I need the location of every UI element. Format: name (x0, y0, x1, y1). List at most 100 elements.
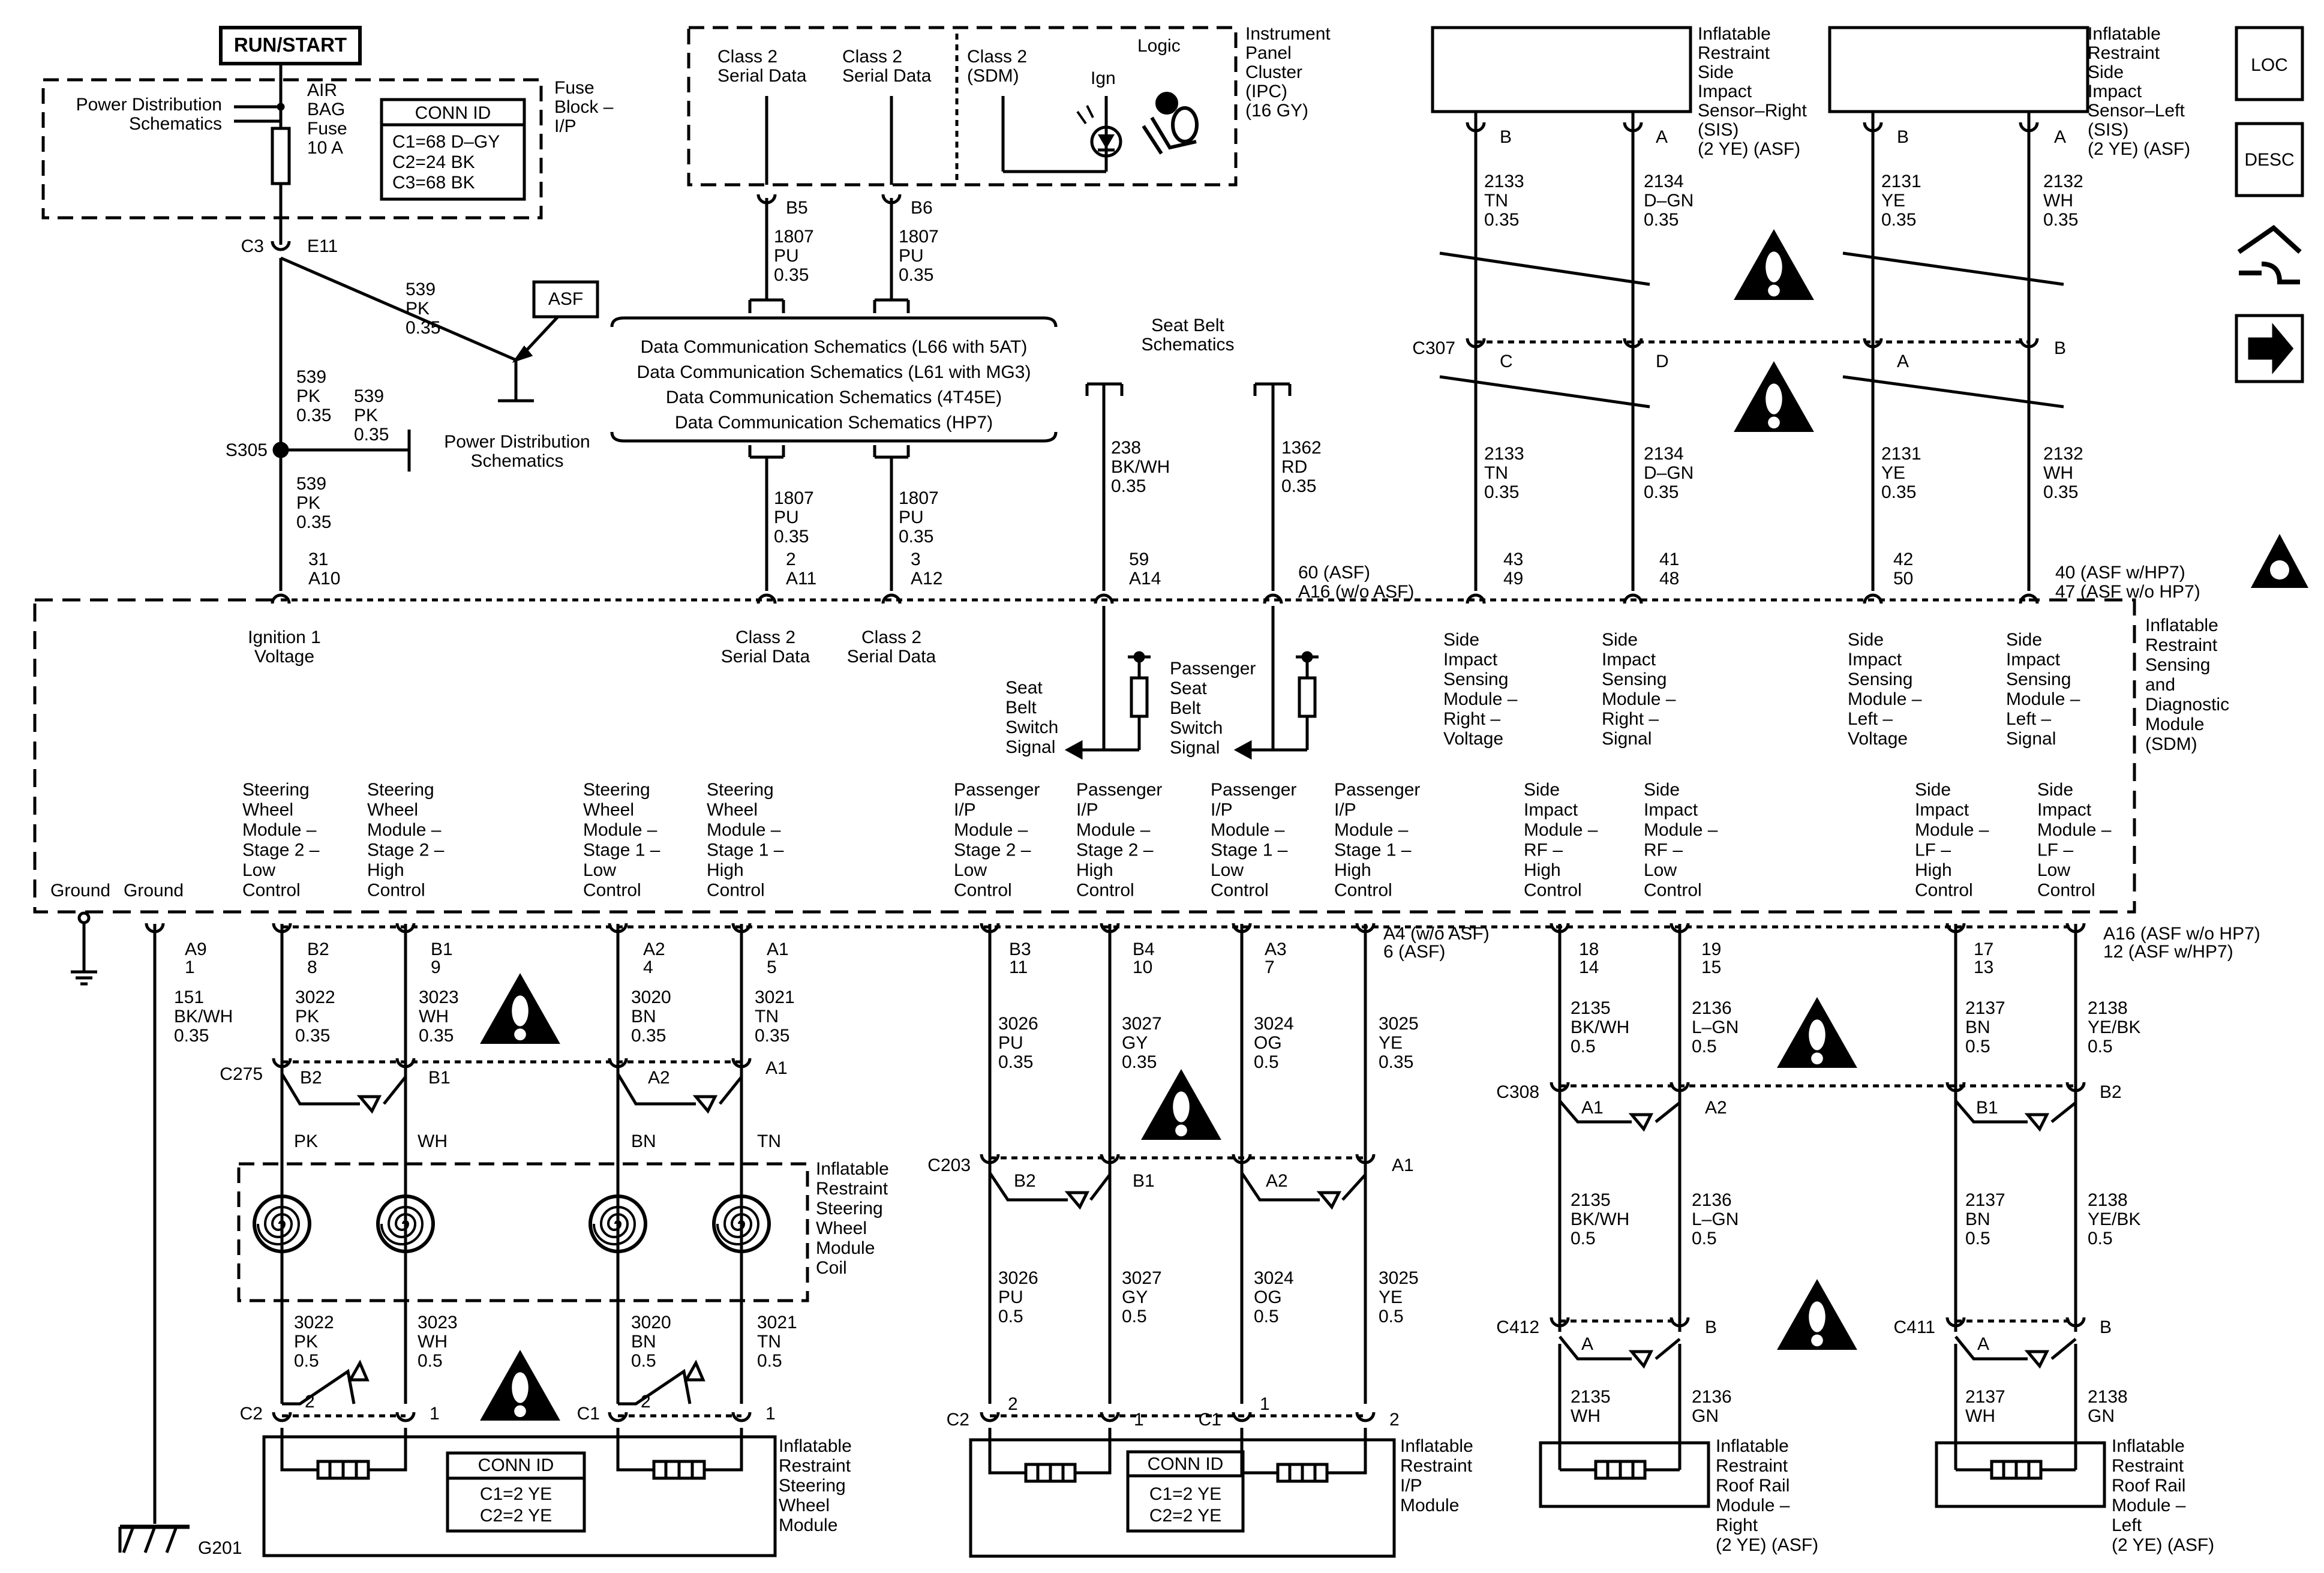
connector-terminal (272, 1058, 292, 1068)
run-start-label: RUN/START (234, 34, 347, 56)
conn-id-title-sw: CONN ID (478, 1455, 554, 1475)
warning-icon (480, 1349, 560, 1421)
connector-terminal (980, 1154, 1000, 1164)
connector-terminal (1623, 338, 1643, 349)
connector-terminal (1232, 1154, 1252, 1164)
connector-terminal (1623, 593, 1643, 604)
connector-terminal (731, 1412, 752, 1422)
c203-pin-a2: A2 (1266, 1171, 1288, 1191)
c275-pin-a2: A2 (648, 1068, 670, 1088)
connector-terminal (1670, 1317, 1690, 1328)
c412-pin-a: A (1581, 1334, 1593, 1354)
ip-pin-2a: 2 (1008, 1394, 1018, 1414)
pin-40-47: 40 (ASF w/HP7)47 (ASF w/o HP7) (2055, 563, 2200, 602)
connector-terminal (756, 194, 777, 205)
connector-terminal (1863, 593, 1883, 604)
connector-terminal (608, 923, 628, 933)
connector-terminal (2019, 338, 2039, 349)
c412-label: C412 (1496, 1317, 1539, 1337)
warning-icons (480, 229, 2308, 1421)
connector-terminal (271, 593, 291, 604)
data-comm-schematics: Data Communication Schematics (L66 with … (637, 337, 1031, 433)
airbag-icon (1142, 92, 1199, 155)
c308-label: C308 (1496, 1082, 1539, 1102)
connector-terminal (1100, 1412, 1120, 1422)
warning-icon (480, 972, 560, 1044)
sw-pin-1b: 1 (765, 1404, 776, 1424)
connector-terminal (731, 923, 752, 933)
c411-label: C411 (1894, 1317, 1936, 1337)
connector-terminal (1670, 1082, 1690, 1092)
coil-color-bn: BN (631, 1131, 656, 1151)
c411-pin-b: B (2100, 1317, 2112, 1337)
connector-terminal (1945, 923, 1966, 933)
connector-terminal (2019, 122, 2039, 133)
connector-terminal (1945, 1317, 1966, 1328)
sw-pin-1a: 1 (430, 1404, 440, 1424)
connector-terminal (1100, 923, 1120, 933)
connector-terminal (1550, 1317, 1570, 1328)
c308-pin-b2: B2 (2100, 1082, 2122, 1102)
c275-pin-b1: B1 (428, 1068, 451, 1088)
connector-terminal (1263, 593, 1283, 604)
ipc-ign: Ign (1091, 68, 1116, 88)
c203-pin-b1: B1 (1133, 1171, 1155, 1191)
desc-icon: DESC (2244, 150, 2294, 170)
connector-terminal (271, 241, 291, 251)
c307-pin-b: B (2054, 338, 2066, 358)
connector-terminal (272, 923, 292, 933)
c3-label: C3 (241, 236, 264, 256)
c1-mid-label: C1 (1199, 1410, 1221, 1430)
